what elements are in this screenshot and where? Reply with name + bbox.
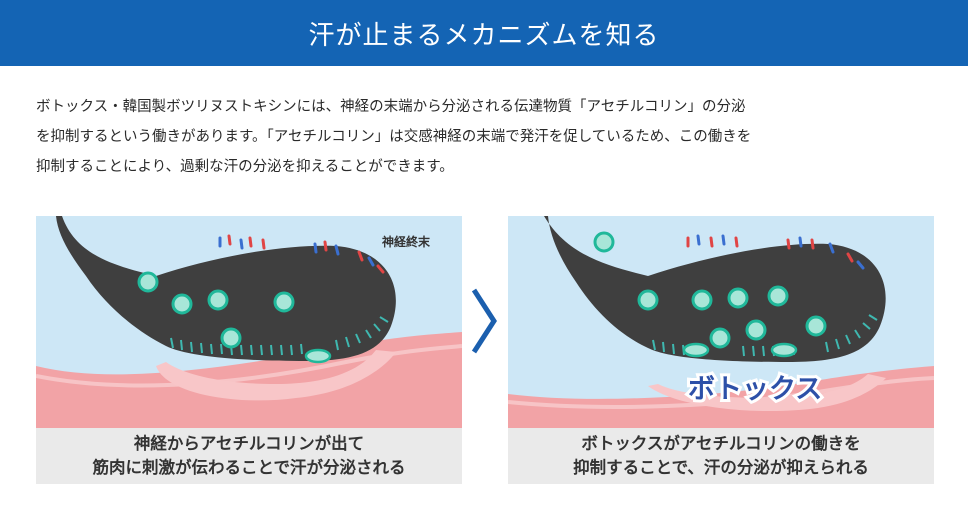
- chevron-right-icon: [471, 288, 497, 354]
- intro-line: 抑制することにより、過剰な汗の分泌を抑えることができます。: [36, 159, 454, 175]
- intro-line: ボトックス・韓国製ボツリヌストキシンには、神経の末端から分泌される伝達物質「アセ…: [36, 99, 746, 115]
- caption-line: 抑制することで、汗の分泌が抑えられる: [573, 458, 869, 477]
- botox-label: ボトックス: [688, 374, 822, 405]
- acetylcholine-vesicles: [593, 231, 827, 358]
- intro-paragraph: ボトックス・韓国製ボツリヌストキシンには、神経の末端から分泌される伝達物質「アセ…: [36, 92, 936, 182]
- botox-block-diagram: ボトックス: [508, 216, 934, 428]
- ion-markers: [218, 234, 385, 274]
- muscle-pocket: [156, 350, 396, 401]
- right-illustration: ボトックス: [508, 216, 934, 428]
- left-caption: 神経からアセチルコリンが出て 筋肉に刺激が伝わることで汗が分泌される: [36, 428, 462, 484]
- ion-markers: [686, 234, 865, 270]
- nerve-terminal-label: 神経終末: [382, 234, 431, 249]
- caption-line: 筋肉に刺激が伝わることで汗が分泌される: [92, 458, 406, 477]
- nerve-terminal: [56, 216, 396, 361]
- caption-line: ボトックスがアセチルコリンの働きを: [581, 434, 861, 453]
- page-banner: 汗が止まるメカニズムを知る: [0, 0, 968, 66]
- intro-line: を抑制するという働きがあります。「アセチルコリン」は交感神経の末端で発汗を促して…: [36, 129, 752, 145]
- caption-line: 神経からアセチルコリンが出て: [133, 434, 365, 453]
- muscle-pocket: [648, 374, 886, 412]
- left-illustration: 神経終末: [36, 216, 462, 428]
- nerve-terminal: [544, 216, 886, 362]
- nerve-release-diagram: 神経終末: [36, 216, 462, 428]
- page-title: 汗が止まるメカニズムを知る: [308, 20, 660, 51]
- right-caption: ボトックスがアセチルコリンの働きを 抑制することで、汗の分泌が抑えられる: [508, 428, 934, 484]
- acetylcholine-vesicles: [137, 271, 332, 364]
